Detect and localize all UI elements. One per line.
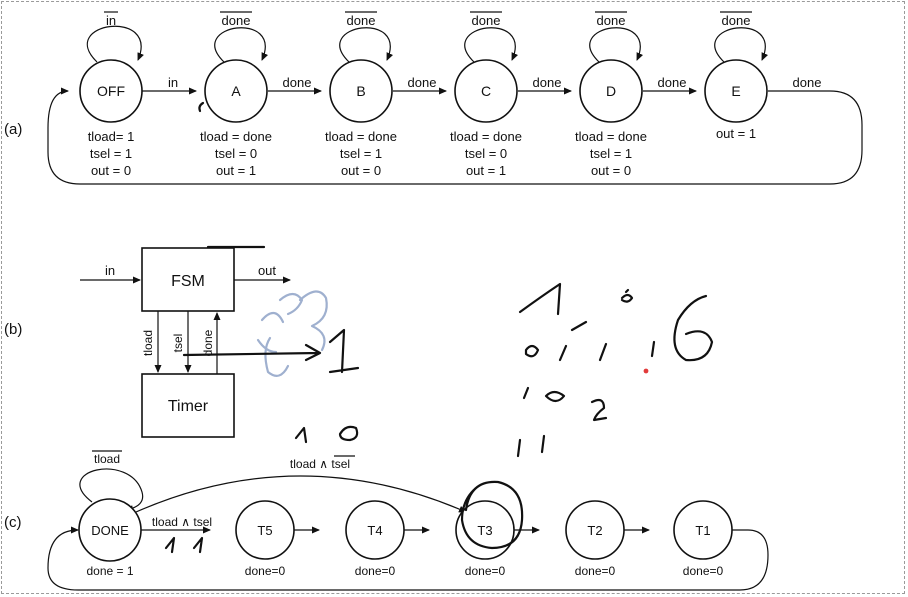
state-done: DONE bbox=[78, 498, 142, 562]
t4-output: done=0 bbox=[355, 564, 396, 578]
transition-label-e-off: done bbox=[793, 75, 822, 90]
b-output-tload: tload = done bbox=[325, 129, 397, 144]
panel-label-b: (b) bbox=[4, 321, 22, 338]
off-output-tsel: tsel = 1 bbox=[90, 146, 132, 161]
state-b: B bbox=[329, 59, 393, 123]
ink-below-t5-edge bbox=[164, 536, 204, 554]
transition-label-b-c: done bbox=[408, 75, 437, 90]
state-done-label: DONE bbox=[91, 523, 129, 538]
a-output-tsel: tsel = 0 bbox=[215, 146, 257, 161]
selfloop-label-e: done bbox=[722, 13, 751, 28]
block-input-label: in bbox=[105, 263, 115, 278]
e-output-out: out = 1 bbox=[716, 126, 756, 141]
fsm-a-outputs: tload= 1 tsel = 1 out = 0 tload = done t… bbox=[88, 126, 756, 178]
selfloop-label-c: done bbox=[472, 13, 501, 28]
fsm-a-edges bbox=[47, 25, 863, 185]
timer-edge-t3-tsel: tsel bbox=[331, 457, 350, 471]
state-d: D bbox=[579, 59, 643, 123]
timer-fsm-states: DONE T5 T4 T3 T2 T1 bbox=[78, 498, 733, 562]
state-off-label: OFF bbox=[97, 83, 125, 99]
d-output-out: out = 0 bbox=[591, 163, 631, 178]
state-t4: T4 bbox=[345, 500, 405, 560]
off-output-out: out = 0 bbox=[91, 163, 131, 178]
ink-arrow-target-one bbox=[328, 328, 360, 374]
state-off: OFF bbox=[79, 59, 143, 123]
t3-output: done=0 bbox=[465, 564, 506, 578]
state-t3: T3 bbox=[455, 500, 515, 560]
a-output-tload: tload = done bbox=[200, 129, 272, 144]
timer-edge-t5-label: tload ∧ tsel bbox=[152, 515, 212, 529]
state-t2: T2 bbox=[565, 500, 625, 560]
off-output-tload: tload= 1 bbox=[88, 129, 135, 144]
b-output-tsel: tsel = 1 bbox=[340, 146, 382, 161]
selfloop-label-d: done bbox=[597, 13, 626, 28]
ink-annotations-b bbox=[182, 245, 714, 458]
t1-output: done=0 bbox=[683, 564, 724, 578]
b-output-out: out = 0 bbox=[341, 163, 381, 178]
state-c-label: C bbox=[481, 83, 491, 99]
selfloop-label-b: done bbox=[347, 13, 376, 28]
c-output-out: out = 1 bbox=[466, 163, 506, 178]
ink-circle-around-t3 bbox=[460, 480, 524, 550]
state-e-label: E bbox=[731, 83, 740, 99]
block-output-label: out bbox=[258, 263, 276, 278]
timer-block bbox=[141, 373, 235, 438]
timer-fsm-edges bbox=[47, 468, 769, 591]
t5-output: done=0 bbox=[245, 564, 286, 578]
state-t2-label: T2 bbox=[587, 523, 602, 538]
t2-output: done=0 bbox=[575, 564, 616, 578]
state-t4-label: T4 bbox=[367, 523, 382, 538]
done-output: done = 1 bbox=[86, 564, 133, 578]
timer-fsm-labels: tload tload ∧ tsel tload ∧ tsel bbox=[92, 450, 355, 529]
state-a-label: A bbox=[231, 83, 241, 99]
state-c: C bbox=[454, 59, 518, 123]
panel-label-a: (a) bbox=[4, 121, 22, 138]
state-t1: T1 bbox=[673, 500, 733, 560]
state-b-label: B bbox=[356, 83, 365, 99]
selfloop-label-off: in bbox=[106, 13, 116, 28]
fsm-a-selfloop-labels: in done done done done done bbox=[104, 11, 752, 28]
state-a: A bbox=[204, 59, 268, 123]
timer-selfloop-label: tload bbox=[94, 452, 120, 466]
c-output-tsel: tsel = 0 bbox=[465, 146, 507, 161]
state-d-label: D bbox=[606, 83, 616, 99]
state-t3-label: T3 bbox=[477, 523, 492, 538]
signal-done-label: done bbox=[201, 329, 215, 356]
fsm-block-label: FSM bbox=[171, 273, 205, 290]
state-e: E bbox=[704, 59, 768, 123]
transition-label-a-b: done bbox=[283, 75, 312, 90]
ink-above-t3-edge bbox=[294, 425, 359, 444]
transition-label-c-d: done bbox=[533, 75, 562, 90]
state-t1-label: T1 bbox=[695, 523, 710, 538]
state-t5-label: T5 bbox=[257, 523, 272, 538]
timer-edge-t3-prefix: tload ∧ bbox=[290, 457, 331, 471]
signal-tload-label: tload bbox=[141, 330, 155, 356]
fsm-a-states: OFF A B C D E bbox=[79, 59, 768, 123]
fsm-a-transition-labels: in done done done done done bbox=[168, 75, 822, 90]
a-output-out: out = 1 bbox=[216, 163, 256, 178]
c-output-tload: tload = done bbox=[450, 129, 522, 144]
transition-label-d-e: done bbox=[658, 75, 687, 90]
timer-block-label: Timer bbox=[168, 398, 209, 415]
timer-fsm-outputs: done = 1 done=0 done=0 done=0 done=0 don… bbox=[86, 564, 723, 578]
state-t5: T5 bbox=[235, 500, 295, 560]
block-diagram: FSM Timer in out tload tsel done bbox=[80, 247, 291, 438]
timer-edge-t3-label: tload ∧ tsel bbox=[290, 457, 350, 471]
panel-label-c: (c) bbox=[4, 514, 22, 531]
d-output-tload: tload = done bbox=[575, 129, 647, 144]
fsm-block bbox=[141, 247, 235, 312]
signal-tsel-label: tsel bbox=[171, 334, 185, 353]
transition-label-off-a: in bbox=[168, 75, 178, 90]
selfloop-label-a: done bbox=[222, 13, 251, 28]
d-output-tsel: tsel = 1 bbox=[590, 146, 632, 161]
ink-tick-near-a bbox=[198, 101, 205, 113]
